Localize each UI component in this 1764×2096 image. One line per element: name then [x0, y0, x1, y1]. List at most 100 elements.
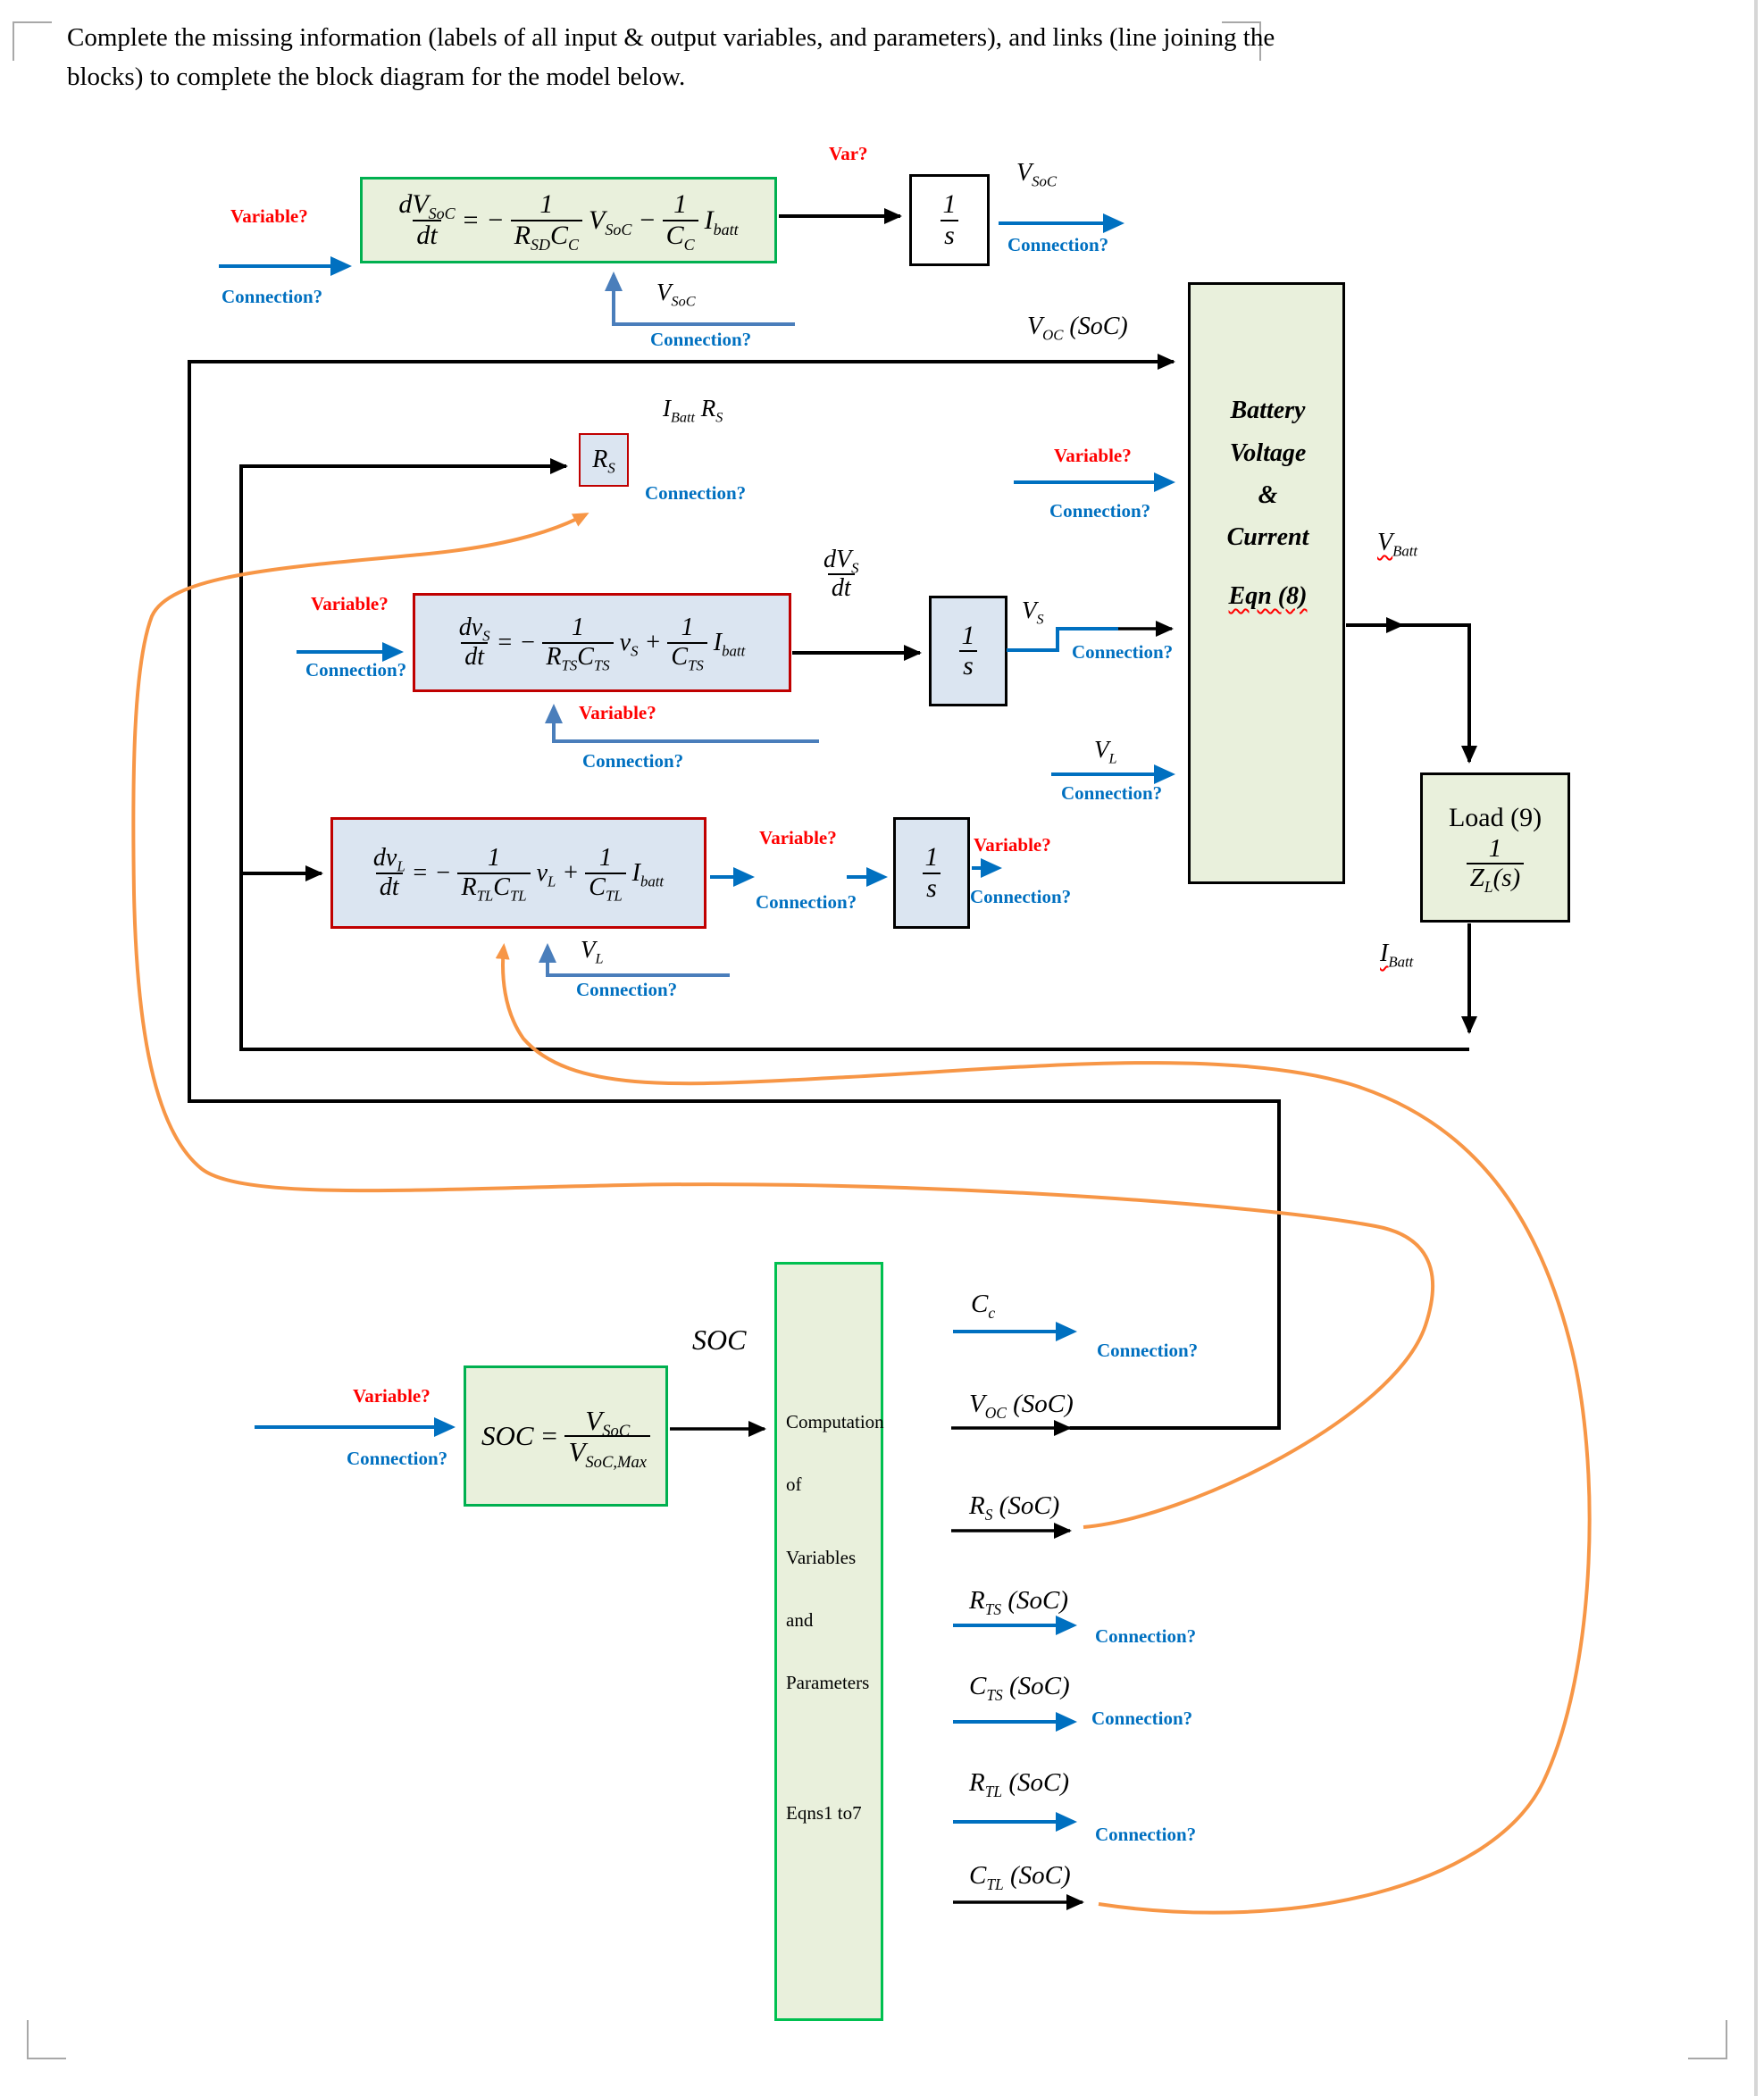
soc-input-variable-q: Variable? [353, 1385, 431, 1407]
battery-text-2: Voltage [1229, 439, 1307, 467]
eq1-frac2-den: CC [662, 219, 698, 253]
soc-den: VSoC,Max [564, 1435, 651, 1471]
eq2-frac1-num: 1 [572, 614, 584, 642]
voc-soc-top-label: VOC (SoC) [1027, 313, 1128, 344]
vsoc-feedback-label: VSoC [656, 279, 696, 310]
rs-gain-label: RS [592, 446, 615, 477]
computation-text-1: Computation [786, 1411, 884, 1432]
vsoc-feedback-connection-q: Connection? [650, 329, 752, 350]
vs-feedback-elbow [545, 704, 819, 743]
eq2-lhs-num: dvS [458, 614, 490, 645]
param-rts-label: RTS (SoC) [969, 1586, 1069, 1618]
eq2-operator: + [644, 628, 662, 656]
eq2-equals: = − [496, 628, 537, 656]
battery-to-load-line [1400, 623, 1477, 764]
eq3-mid-var: vL [536, 858, 556, 890]
soc-lhs: SOC [481, 1420, 534, 1451]
eq1-frac1-den: RSDCC [510, 219, 583, 253]
param-cts-label: CTS (SoC) [969, 1672, 1070, 1704]
param-rts-connection-q: Connection? [1095, 1625, 1197, 1647]
vsoc-feedback-elbow [605, 271, 795, 326]
vl-feedback-label: VL [581, 936, 604, 967]
eq3-output-connection-q: Connection? [756, 891, 857, 913]
ibatt-rs-label: IBatt RS [663, 395, 723, 426]
soc-equals: = [539, 1420, 559, 1451]
eq1-mid-var: VSoC [589, 205, 632, 238]
vl-input-connection-q: Connection? [1061, 782, 1163, 804]
eq3-frac1-num: 1 [488, 844, 501, 873]
eq1-frac2-num: 1 [673, 189, 688, 220]
battery-eqn8-label: Eqn (8) [1228, 582, 1308, 610]
computation-text-eqns: Eqns1 to7 [786, 1802, 862, 1824]
question-title-line2: blocks) to complete the block diagram fo… [67, 63, 686, 91]
eq2-frac2-den: CTS [667, 641, 707, 672]
computation-text-3: Variables [786, 1547, 857, 1568]
computation-block [774, 1262, 883, 2021]
page-right-edge [1754, 0, 1758, 2096]
computation-text-4: and [786, 1609, 814, 1631]
eq1-equals: = − [461, 205, 505, 235]
eq2-feedback-connection-q: Connection? [582, 750, 684, 772]
battery-input-variable-q: Variable? [1054, 445, 1132, 466]
rs-output-connection-q: Connection? [645, 482, 747, 504]
vl-feedback-connection-q: Connection? [576, 979, 678, 1000]
eq2-lhs-den: dt [461, 641, 489, 671]
param-rtl-connection-q: Connection? [1095, 1824, 1197, 1845]
rs-link-curve [131, 513, 1435, 1529]
vsoc-output-label: VSoC [1016, 159, 1058, 190]
eq2-ibatt-var: Ibatt [713, 628, 746, 660]
vsoc-output-connection-q: Connection? [1007, 234, 1109, 255]
battery-text-4: Current [1226, 523, 1309, 551]
eq3-operator: + [562, 858, 580, 887]
rs-gain-block: RS [579, 433, 629, 487]
eq3-lhs-den: dt [375, 872, 403, 901]
param-cc-label: Cc [971, 1290, 996, 1322]
question-title-line1: Complete the missing information (labels… [67, 23, 1275, 52]
eq2-mid-var: vS [619, 628, 639, 660]
crop-mark-bottom-left [27, 2020, 66, 2059]
eq2-feedback-variable-q: Variable? [579, 702, 656, 723]
ibatt-output-label: IBatt [1380, 939, 1414, 971]
eq3-equals: = − [411, 858, 452, 887]
vl-feedback-elbow [539, 943, 730, 977]
battery-text-3: & [1258, 481, 1278, 509]
battery-text-1: Battery [1230, 397, 1306, 424]
integrator1-var-q: Var? [829, 143, 868, 164]
vs-output-connection-q: Connection? [1072, 641, 1174, 663]
eq2-input-connection-q: Connection? [305, 659, 407, 681]
eq3-frac1-den: RTLCTL [457, 872, 531, 903]
eq1-ibatt-var: Ibatt [704, 205, 739, 238]
ibatt-feedback-line [239, 458, 1469, 1051]
eq1-operator: − [638, 205, 656, 235]
eq1-lhs-num: dVSoC [398, 189, 456, 223]
eq3-frac2-den: CTL [585, 872, 626, 903]
eq1-lhs-den: dt [413, 219, 441, 250]
eq3-ibatt-var: Ibatt [631, 858, 665, 890]
soc-output-label: SOC [692, 1324, 747, 1356]
ctl-link-curve [495, 943, 1592, 1915]
eq3-lhs-num: dvL [372, 844, 405, 875]
eq2-frac2-num: 1 [681, 614, 694, 642]
soc-num: VSoC [585, 1404, 631, 1440]
param-cc-connection-q: Connection? [1097, 1340, 1199, 1361]
eq1-frac1-num: 1 [539, 189, 554, 220]
computation-text-5: Parameters [786, 1672, 870, 1693]
load-title: Load (9) [1448, 802, 1542, 832]
integrator3-output-connection-q: Connection? [970, 886, 1072, 907]
